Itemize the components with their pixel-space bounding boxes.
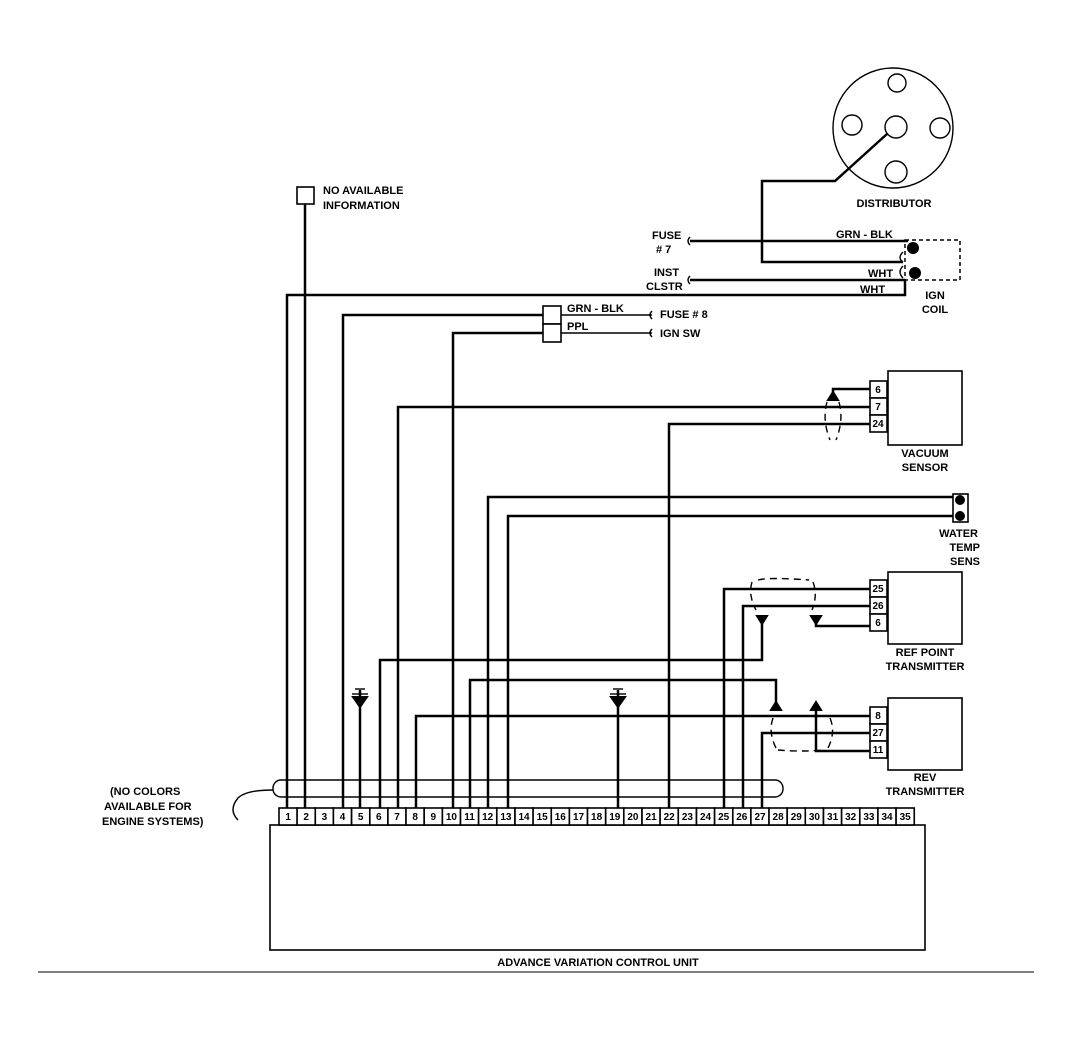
vacuum-pin-6: 6 xyxy=(875,385,881,396)
ign-sw-label: IGN SW xyxy=(660,328,701,340)
terminal-label: 5 xyxy=(358,812,364,823)
distributor: DISTRIBUTOR xyxy=(760,67,954,264)
wire-color-wht-2: WHT xyxy=(860,284,885,296)
terminal-label: 23 xyxy=(682,812,694,823)
terminal-label: 1 xyxy=(285,812,291,823)
ref-pin-6: 6 xyxy=(875,618,881,629)
terminal-box xyxy=(895,807,916,826)
terminal-label: 11 xyxy=(464,812,475,823)
terminal-label: 29 xyxy=(791,812,803,823)
ign-coil-label-1: IGN xyxy=(925,290,945,302)
note-line-1: (NO COLORS xyxy=(110,786,180,798)
ref-pin-25: 25 xyxy=(872,584,884,595)
ref-point-transmitter: 25 26 6 REF POINT TRANSMITTER xyxy=(378,571,965,812)
terminal-label: 14 xyxy=(518,812,530,823)
terminal-label: 27 xyxy=(754,812,766,823)
rev-pin-8: 8 xyxy=(875,711,881,722)
fuse7-label-2: # 7 xyxy=(656,244,671,256)
terminal-label: 32 xyxy=(845,812,857,823)
terminal-label: 21 xyxy=(646,812,658,823)
wire-harness xyxy=(272,779,784,798)
terminal-label: 13 xyxy=(500,812,512,823)
harness-note: (NO COLORS AVAILABLE FOR ENGINE SYSTEMS) xyxy=(102,786,204,828)
terminal-label: 26 xyxy=(736,812,748,823)
ref-label-1: REF POINT xyxy=(896,647,955,659)
rev-pin-11: 11 xyxy=(873,745,884,756)
terminal-label: 34 xyxy=(881,812,893,823)
note-line-3: ENGINE SYSTEMS) xyxy=(102,816,204,828)
ign-coil: IGN COIL xyxy=(899,239,961,316)
terminal-label: 7 xyxy=(394,812,400,823)
wire-color-wht-1: WHT xyxy=(868,268,893,280)
distributor-label: DISTRIBUTOR xyxy=(857,198,932,210)
water-temp-label-2: TEMP xyxy=(949,542,980,554)
terminal-label: 10 xyxy=(446,812,458,823)
ref-label-2: TRANSMITTER xyxy=(886,661,965,673)
terminal-label: 24 xyxy=(700,812,712,823)
terminal-label: 28 xyxy=(773,812,785,823)
rev-label-2: TRANSMITTER xyxy=(886,786,965,798)
terminal-label: 19 xyxy=(609,812,621,823)
vacuum-sensor: 6 7 24 VACUUM SENSOR xyxy=(396,370,963,812)
fuse7-label-1: FUSE xyxy=(652,230,681,242)
inst-clstr-label-2: CLSTR xyxy=(646,281,683,293)
vacuum-label-2: SENSOR xyxy=(902,462,949,474)
note-line-2: AVAILABLE FOR xyxy=(104,801,192,813)
inst-clstr-label-1: INST xyxy=(654,267,679,279)
terminal-label: 12 xyxy=(482,812,494,823)
terminal-label: 9 xyxy=(431,812,437,823)
terminal-label: 18 xyxy=(591,812,603,823)
no-info-component: NO AVAILABLE INFORMATION xyxy=(296,185,403,812)
terminal-label: 33 xyxy=(863,812,875,823)
rev-transmitter: 8 27 11 REV TRANSMITTER xyxy=(414,678,965,812)
no-info-label-2: INFORMATION xyxy=(323,200,400,212)
harness-leader xyxy=(232,789,274,821)
rev-pin-27: 27 xyxy=(872,728,884,739)
ign-coil-label-2: COIL xyxy=(922,304,949,316)
fuse8-connector: GRN - BLK PPL FUSE # 8 IGN SW xyxy=(341,303,708,812)
ref-pin-26: 26 xyxy=(872,601,884,612)
terminal-label: 16 xyxy=(555,812,567,823)
terminal-label: 20 xyxy=(627,812,639,823)
ground-symbols xyxy=(351,688,627,812)
terminal-label: 6 xyxy=(376,812,382,823)
terminal-label: 31 xyxy=(827,812,839,823)
terminal-label: 3 xyxy=(322,812,328,823)
terminal-label: 4 xyxy=(340,812,346,823)
vacuum-pin-7: 7 xyxy=(875,402,881,413)
wire-color-grn-blk-coil: GRN - BLK xyxy=(836,229,893,241)
wire-color-grn-blk-fuse8: GRN - BLK xyxy=(567,303,624,315)
terminal-label: 22 xyxy=(664,812,676,823)
water-temp-sensor: WATER TEMP SENS xyxy=(486,493,980,812)
vacuum-pin-24: 24 xyxy=(872,419,884,430)
water-temp-label-1: WATER xyxy=(939,528,978,540)
terminal-label: 35 xyxy=(900,812,912,823)
terminal-label: 15 xyxy=(537,812,549,823)
control-unit-label: ADVANCE VARIATION CONTROL UNIT xyxy=(497,957,699,969)
wire-color-ppl: PPL xyxy=(567,321,589,333)
water-temp-label-3: SENS xyxy=(950,556,980,568)
no-info-label-1: NO AVAILABLE xyxy=(323,185,403,197)
terminal-label: 30 xyxy=(809,812,821,823)
fuse8-label: FUSE # 8 xyxy=(660,309,708,321)
rev-label-1: REV xyxy=(914,772,937,784)
terminal-label: 2 xyxy=(303,812,309,823)
vacuum-label-1: VACUUM xyxy=(901,448,948,460)
terminal-label: 8 xyxy=(412,812,418,823)
terminal-label: 17 xyxy=(573,812,585,823)
terminal-label: 25 xyxy=(718,812,730,823)
